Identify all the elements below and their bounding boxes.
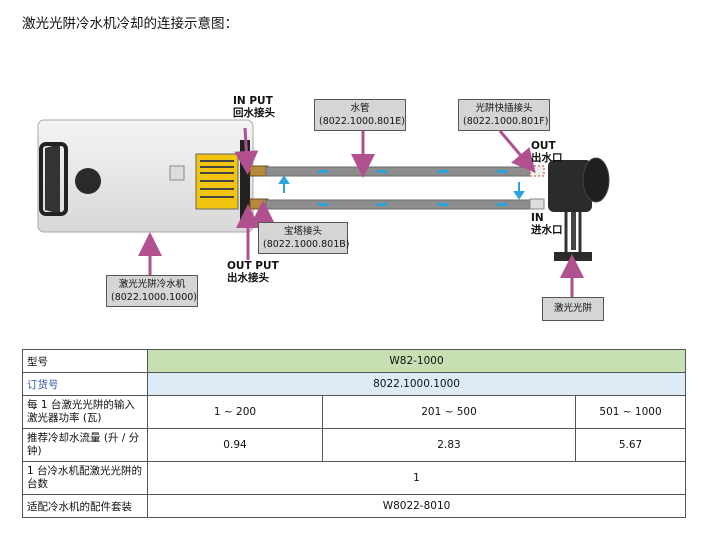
vertical-flow-arrows — [278, 175, 525, 200]
trap-callout: 激光光阱 — [542, 297, 604, 321]
model-label: 型号 — [22, 349, 148, 373]
barb-connector-callout: 宝塔接头 (8022.1000.801B) — [258, 222, 350, 254]
pointer-arrows — [138, 127, 584, 297]
in-port-en: IN PUT — [233, 95, 273, 107]
trap-in-cn: 进水口 — [531, 224, 563, 236]
count-value: 1 — [146, 461, 687, 495]
trap-in-connector — [529, 198, 545, 210]
kit-label: 适配冷水机的配件套装 — [22, 494, 148, 518]
flow-value-1: 0.94 — [147, 428, 323, 462]
power-value-2: 201 ~ 500 — [322, 395, 576, 429]
power-label: 每 1 台激光光阱的输入激光器功率 (瓦) — [22, 395, 148, 429]
trap-out-en: OUT — [531, 140, 556, 152]
connection-diagram — [37, 119, 610, 297]
out-barb-connector — [249, 198, 269, 210]
barb-connector-name: 宝塔接头 — [283, 226, 322, 237]
chiller-unit — [37, 119, 254, 233]
water-pipe-name: 水管 — [350, 103, 370, 114]
table-row-kit: 适配冷水机的配件套装 W8022-8010 — [22, 494, 687, 518]
count-label: 1 台冷水机配激光光阱的台数 — [22, 461, 148, 495]
flow-value-3: 5.67 — [574, 428, 687, 462]
page-title: 激光光阱冷水机冷却的连接示意图： — [22, 16, 238, 32]
in-port-label: IN PUT 回水接头 — [233, 95, 275, 119]
kit-value: W8022-8010 — [146, 494, 687, 518]
out-port-cn: 出水接头 — [227, 272, 269, 284]
power-value-3: 501 ~ 1000 — [574, 395, 687, 429]
flow-value-2: 2.83 — [322, 428, 576, 462]
spec-table: 型号 W82-1000 订货号 8022.1000.1000 每 1 台激光光阱… — [22, 349, 687, 518]
trap-out-connector — [529, 165, 545, 177]
in-barb-connector — [249, 165, 269, 177]
flow-indicators — [318, 170, 507, 206]
return-pipe — [265, 166, 532, 177]
trap-connector-name: 光阱快插接头 — [475, 103, 533, 114]
order-value: 8022.1000.1000 — [146, 372, 687, 396]
trap-out-cn: 出水口 — [531, 152, 563, 164]
chiller-name: 激光光阱冷水机 — [118, 279, 186, 290]
table-row-order: 订货号 8022.1000.1000 — [22, 372, 687, 396]
supply-pipe — [265, 199, 532, 210]
out-port-label: OUT PUT 出水接头 — [227, 260, 279, 284]
chiller-code: (8022.1000.1000) — [111, 292, 197, 303]
table-row-power: 每 1 台激光光阱的输入激光器功率 (瓦) 1 ~ 200 201 ~ 500 … — [22, 395, 687, 429]
model-value: W82-1000 — [146, 349, 687, 373]
water-pipe-callout: 水管 (8022.1000.801E) — [314, 99, 406, 131]
flow-label: 推荐冷却水流量 (升 / 分钟) — [22, 428, 148, 462]
table-row-model: 型号 W82-1000 — [22, 349, 687, 373]
trap-in-label: IN 进水口 — [531, 212, 563, 236]
barb-connector-code: (8022.1000.801B) — [263, 239, 350, 250]
laser-trap-device — [548, 157, 610, 261]
table-row-count: 1 台冷水机配激光光阱的台数 1 — [22, 461, 687, 495]
trap-in-en: IN — [531, 212, 544, 224]
table-row-flow: 推荐冷却水流量 (升 / 分钟) 0.94 2.83 5.67 — [22, 428, 687, 462]
out-port-en: OUT PUT — [227, 260, 279, 272]
order-label: 订货号 — [22, 372, 148, 396]
in-port-cn: 回水接头 — [233, 107, 275, 119]
power-value-1: 1 ~ 200 — [147, 395, 323, 429]
trap-name: 激光光阱 — [553, 303, 592, 314]
water-pipe-code: (8022.1000.801E) — [319, 116, 405, 127]
trap-connector-callout: 光阱快插接头 (8022.1000.801F) — [458, 99, 550, 131]
trap-out-label: OUT 出水口 — [531, 140, 563, 164]
chiller-callout: 激光光阱冷水机 (8022.1000.1000) — [106, 275, 198, 307]
trap-connector-code: (8022.1000.801F) — [463, 116, 549, 127]
